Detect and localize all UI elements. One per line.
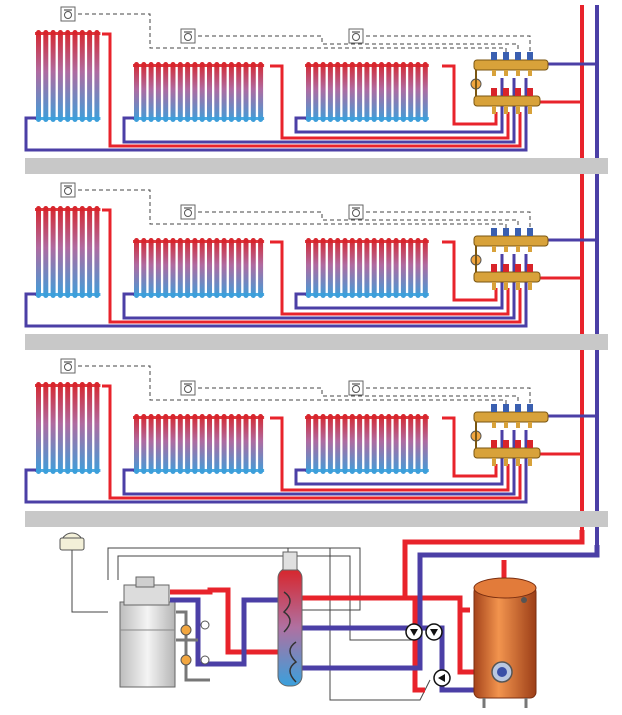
plant-pipework: [300, 530, 600, 693]
valve-icon: [180, 654, 192, 666]
branch-return-pipes: [24, 238, 597, 328]
floor-1: [24, 358, 597, 504]
branch-supply-pipes: [102, 384, 582, 500]
manifold: [470, 52, 549, 114]
manifold: [470, 404, 549, 466]
floor-3: [24, 6, 597, 152]
floor-slab: [25, 511, 608, 527]
thermostat-icon: [180, 380, 196, 396]
branch-return-pipes: [24, 62, 597, 152]
radiator: [133, 238, 265, 298]
branch-return-pipes: [24, 414, 597, 504]
valve-icon: [180, 624, 192, 636]
main-risers: [580, 5, 599, 555]
floor-slab: [25, 334, 608, 350]
manifold: [470, 228, 549, 290]
thermostat-icon: [348, 204, 364, 220]
thermostat-wiring: [78, 189, 531, 234]
expansion-vessel: [59, 532, 85, 551]
floor-2: [24, 182, 597, 328]
radiator: [305, 414, 429, 474]
radiator: [133, 62, 265, 122]
pump-icon: [405, 623, 423, 641]
thermostat-icon: [60, 358, 76, 374]
radiator: [133, 414, 265, 474]
pump-icon: [425, 623, 443, 641]
thermostat-icon: [60, 182, 76, 198]
thermostat-icon: [348, 380, 364, 396]
storage-tank: [473, 577, 537, 708]
pump-icon: [433, 669, 451, 687]
hydraulic-separator: [277, 551, 303, 687]
thermostat-icon: [348, 28, 364, 44]
pumps: [405, 623, 451, 687]
boiler: [119, 576, 176, 688]
floor-slab: [25, 158, 608, 174]
floors: [24, 6, 597, 504]
gauge-icon: [200, 620, 210, 630]
thermostat-icon: [180, 28, 196, 44]
thermostat-icon: [60, 6, 76, 22]
gauge-icon: [200, 655, 210, 665]
thermostat-wiring: [78, 365, 531, 410]
thermostat-wiring: [78, 13, 531, 58]
thermostat-icon: [180, 204, 196, 220]
radiator: [305, 62, 429, 122]
radiator: [35, 382, 101, 474]
boiler-valves: [180, 620, 210, 666]
plant-room: [59, 530, 600, 708]
radiator: [35, 30, 101, 122]
radiator: [305, 238, 429, 298]
boiler-pipework: [170, 587, 278, 682]
floor-slabs: [25, 158, 608, 527]
branch-supply-pipes: [102, 32, 582, 148]
radiator: [35, 206, 101, 298]
branch-supply-pipes: [102, 208, 582, 324]
